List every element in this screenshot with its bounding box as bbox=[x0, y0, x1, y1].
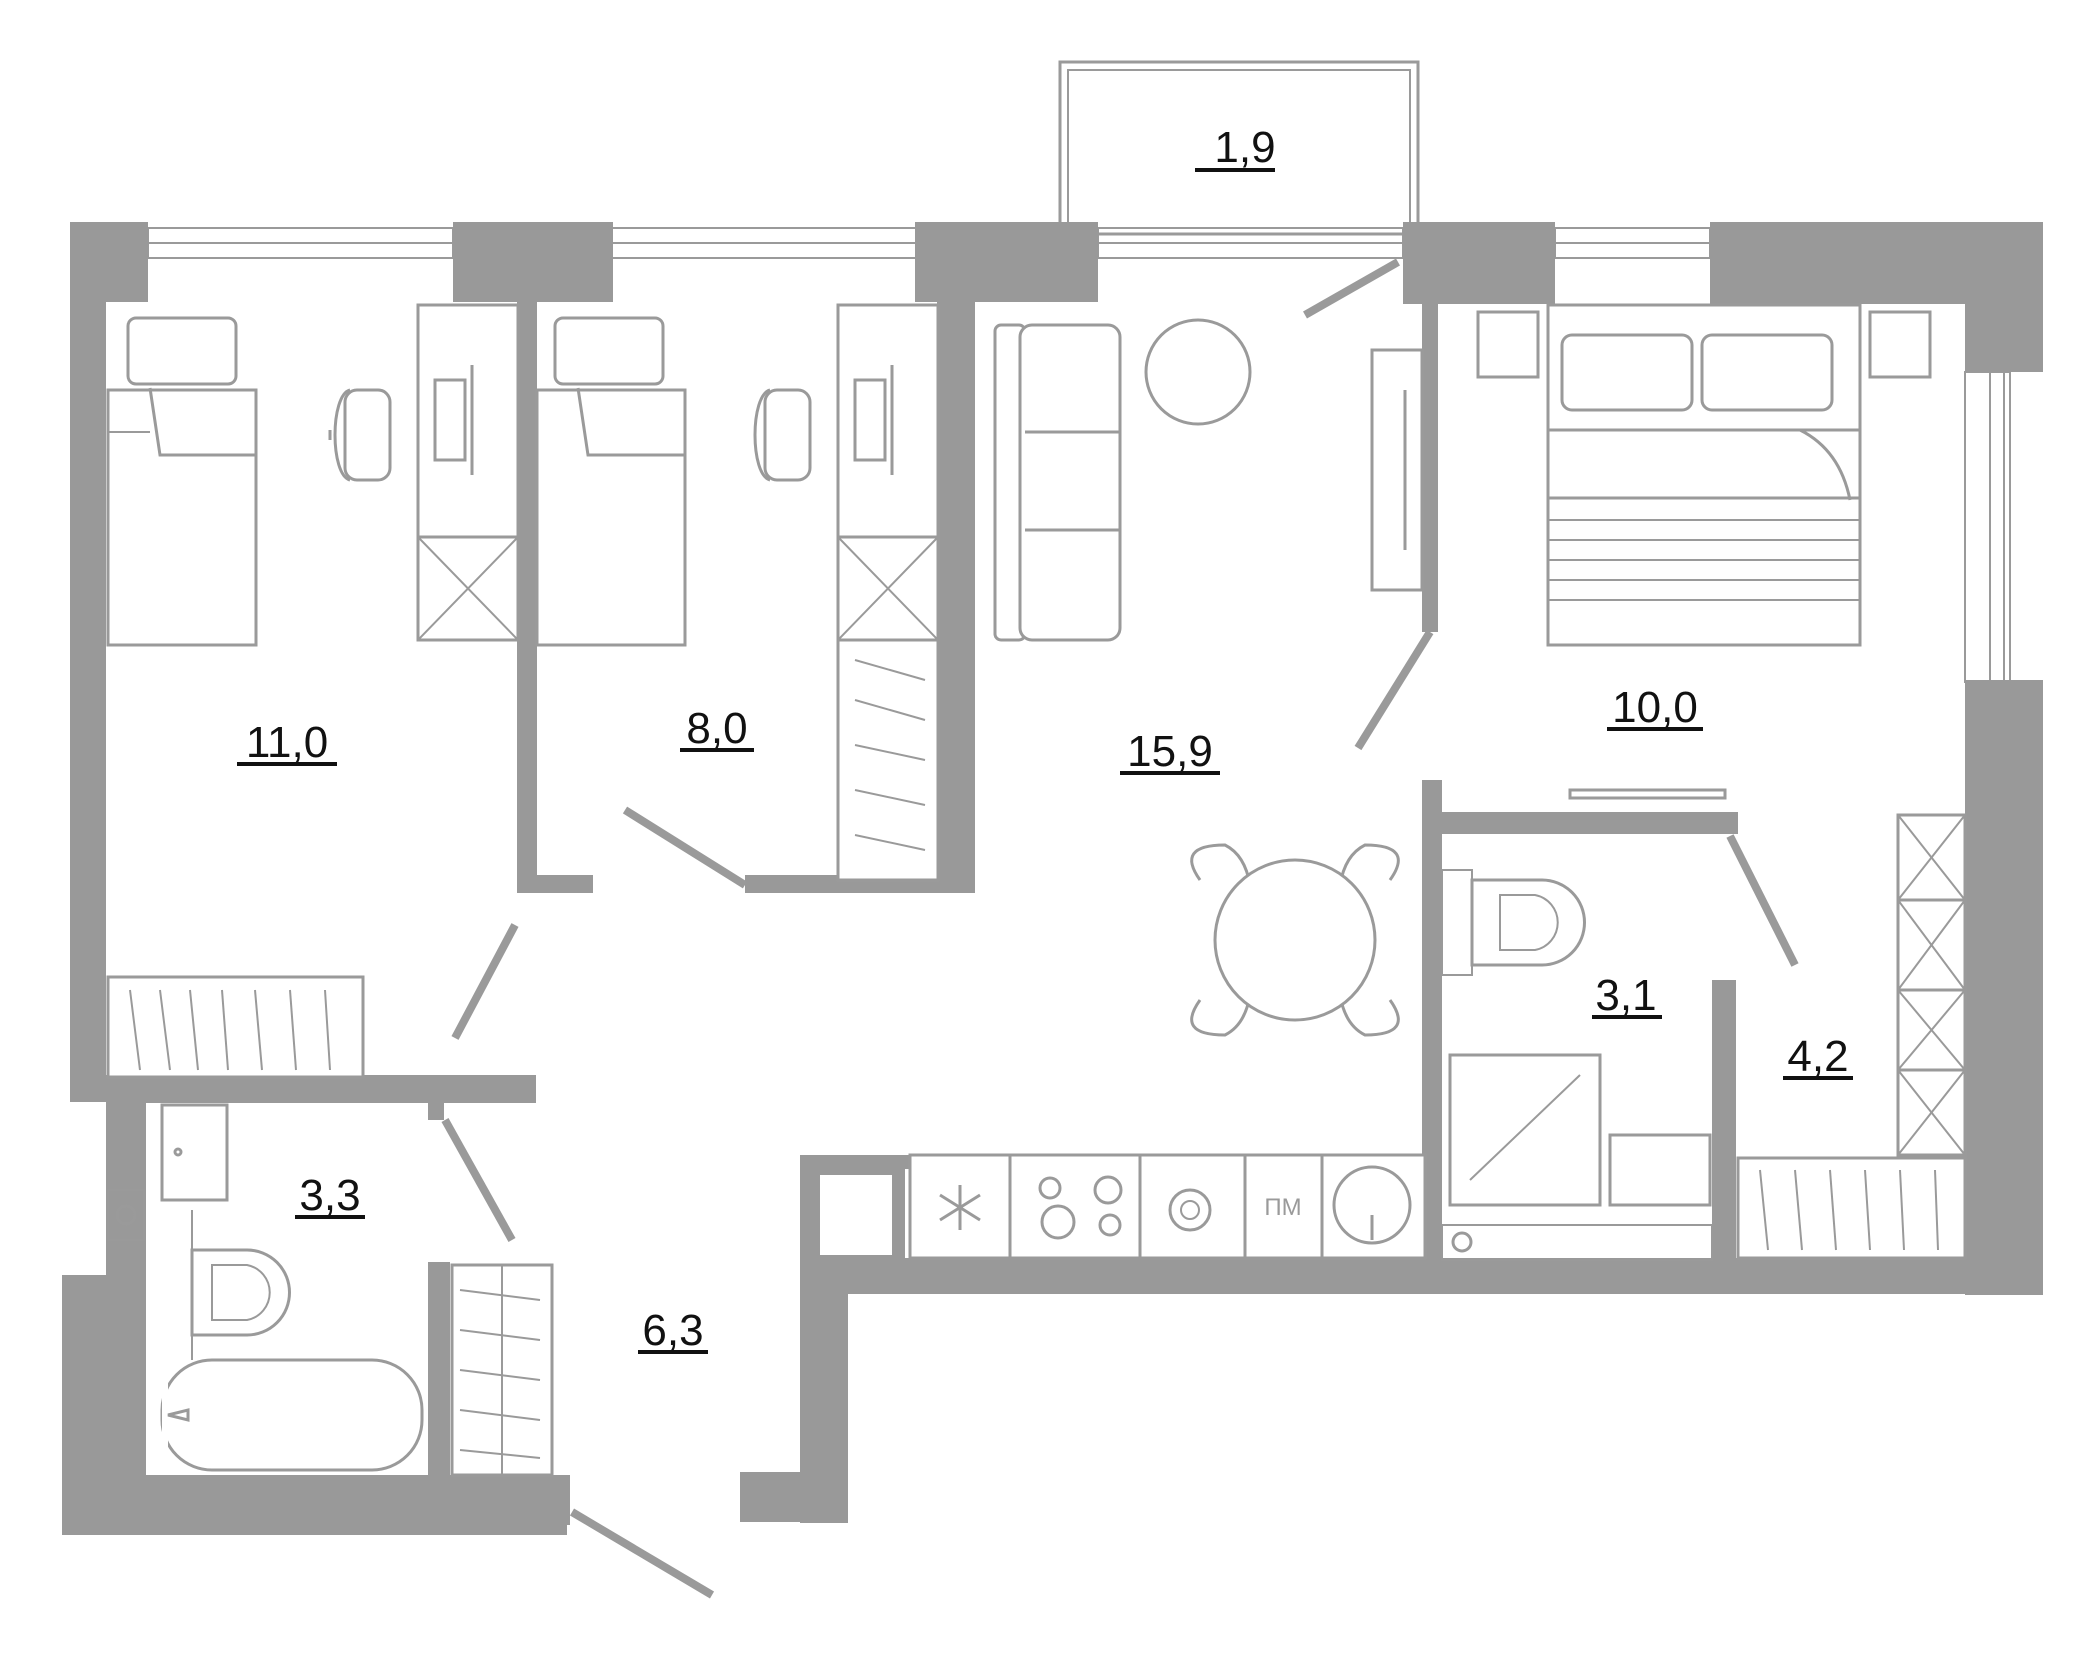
sink-icon bbox=[1332, 1165, 1412, 1245]
room-area-label: 11,0 bbox=[246, 718, 328, 767]
tv-right bbox=[1568, 788, 1727, 800]
snowflake-icon bbox=[939, 1185, 981, 1230]
bed-right bbox=[1546, 303, 1862, 647]
balcony bbox=[1058, 60, 1420, 236]
wc-right-fixtures bbox=[1441, 869, 1713, 1261]
room-area-label: 10,0 bbox=[1612, 683, 1698, 732]
dishwasher-label: ПМ bbox=[1264, 1194, 1301, 1221]
wardrobe-hall bbox=[450, 1263, 554, 1477]
room-area-label: 6,3 bbox=[642, 1306, 703, 1355]
wardrobe-left bbox=[106, 975, 365, 1079]
hob-icon bbox=[1038, 1175, 1123, 1240]
wardrobe-right bbox=[1896, 813, 1967, 1157]
room-area-label: 15,9 bbox=[1127, 727, 1213, 776]
dining-table bbox=[1190, 843, 1400, 1037]
chair-middle bbox=[753, 388, 812, 482]
tv-unit bbox=[1370, 348, 1424, 592]
kitchen-row: ПМ bbox=[908, 1153, 1427, 1260]
nightstands bbox=[1476, 310, 1932, 379]
room-area-label: 8,0 bbox=[686, 704, 747, 753]
walls bbox=[62, 222, 2043, 1535]
bed-middle bbox=[535, 316, 687, 647]
room-area-label: 3,1 bbox=[1595, 971, 1656, 1020]
doors bbox=[441, 258, 1799, 1599]
washing-machine-icon bbox=[1168, 1188, 1212, 1232]
room-area-label: 3,3 bbox=[299, 1171, 360, 1220]
bathroom-left-fixtures bbox=[107, 1103, 424, 1472]
round-coffee-table bbox=[1144, 318, 1252, 426]
chair-left bbox=[328, 388, 392, 482]
desk-left bbox=[416, 303, 520, 642]
sofa bbox=[993, 323, 1122, 642]
room-area-label: 4,2 bbox=[1787, 1032, 1848, 1081]
area-labels: 11,0 8,0 15,9 10,0 1,9 3,1 4,2 3,3 6,3 bbox=[237, 123, 1853, 1355]
room-area-label: 1,9 bbox=[1214, 123, 1275, 172]
wardrobe-right-bottom bbox=[1736, 1156, 1967, 1260]
bed-left bbox=[106, 316, 258, 647]
desk-middle bbox=[836, 303, 940, 882]
